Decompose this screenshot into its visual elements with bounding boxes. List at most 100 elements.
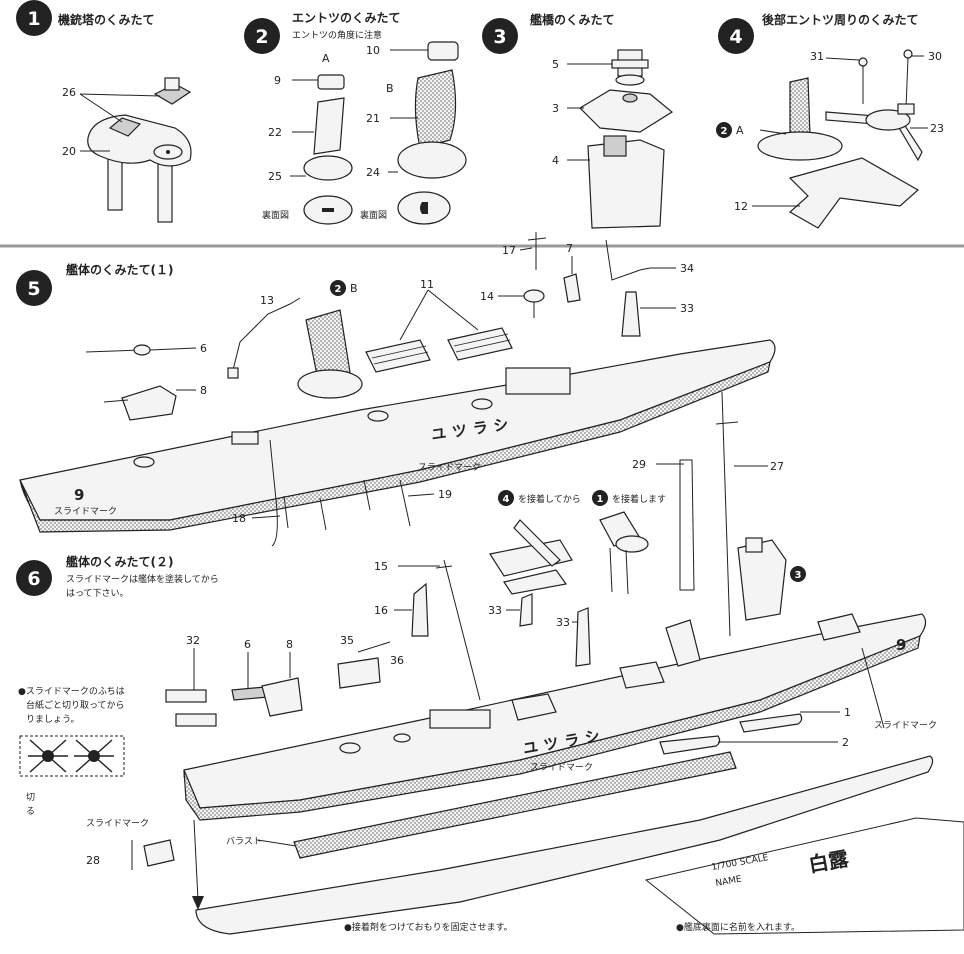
arrow-line-lower-hull [193, 819, 199, 901]
gun-tower-leg-2 [625, 549, 629, 595]
slide-edge-note-3: りましょう。 [26, 714, 79, 725]
funnel-2b-base [297, 369, 363, 399]
step-5-badge [16, 270, 52, 306]
part-8-gun [103, 399, 129, 403]
part-label-33a: 33 [488, 604, 502, 617]
part-31-searchlight [858, 57, 868, 67]
part-2-boat [659, 735, 721, 755]
part-1-boat [739, 713, 803, 733]
variant-b-label: B [386, 82, 394, 95]
step-2-title: エントツのくみたて [292, 11, 400, 25]
part-label-13: 13 [260, 294, 274, 307]
hull-2-bridge-base [429, 709, 491, 729]
name-plate [644, 817, 964, 935]
bridge-top [745, 537, 763, 553]
part-8-turret [121, 385, 177, 421]
part-21-funnel-b [414, 69, 457, 149]
part-label-5: 5 [552, 58, 559, 71]
hull-side-dotted [19, 361, 771, 533]
part-17-yard [527, 237, 547, 241]
ref-4-badge [498, 490, 514, 506]
slide-mark-label-6b: スライドマーク [874, 720, 937, 731]
leader-ballast [257, 839, 297, 847]
torpedo-a-line1 [371, 345, 427, 359]
part-10-cap [427, 41, 459, 61]
leader-2a [759, 129, 787, 135]
part-label-27: 27 [770, 460, 784, 473]
leader-17 [519, 247, 533, 251]
step-6-title: 艦体のくみたて(２) [66, 554, 173, 569]
step-3-badge [482, 18, 518, 54]
leader-slide-6b [861, 647, 885, 729]
torpedo-a-line2 [373, 351, 429, 365]
part-label-3: 3 [552, 102, 559, 115]
part-9-cap [317, 74, 345, 90]
part-label-12: 12 [734, 200, 748, 213]
hull-2-number-mark: 9 [896, 636, 912, 654]
part-label-14: 14 [480, 290, 494, 303]
part-label-20: 20 [62, 145, 76, 158]
cut-label-2: る [26, 806, 35, 817]
part-18-rail-c [319, 497, 327, 531]
part-33-ladder [621, 291, 641, 337]
leader-19 [407, 493, 435, 497]
part-label-6-8: 8 [286, 638, 293, 651]
part-25-base [303, 155, 353, 181]
part-30-mast-top [903, 49, 913, 59]
name-label: NAME [715, 874, 743, 888]
step-2: 2 エントツのくみたて エントツの角度に注意 A B 9 22 25 10 21… [244, 11, 467, 225]
step-2-badge [244, 18, 280, 54]
part-19-rail-a [363, 479, 371, 511]
part-label-4: 4 [552, 154, 559, 167]
bottom-view-slot-a [322, 208, 334, 212]
part-label-18: 18 [232, 512, 246, 525]
ref-2a-badge [716, 122, 732, 138]
hull-2-deck-house-2 [619, 661, 665, 689]
step-6: 6 艦体のくみたて(２) スライドマークは艦体を塗装してから はって下さい。 2… [16, 391, 964, 935]
step-6-badge [16, 560, 52, 596]
part-label-25: 25 [268, 170, 282, 183]
ballast-label: バラスト [226, 836, 262, 847]
part-label-11: 11 [420, 278, 434, 291]
part-label-9: 9 [274, 74, 281, 87]
machine-gun-tower-part [87, 77, 192, 223]
part-label-34: 34 [680, 262, 694, 275]
part-label-6-2: 2 [842, 736, 849, 749]
funnel-2b [305, 309, 351, 381]
deck-socket-3 [471, 398, 493, 410]
step-2-number: 2 [255, 26, 268, 48]
part-22-funnel-a [313, 97, 345, 155]
ref-2b-letter: B [350, 282, 358, 295]
slide-mark-label-6a: スライドマーク [530, 762, 593, 773]
part-label-19: 19 [438, 488, 452, 501]
leader-11a [399, 289, 429, 341]
hull-2-deck-house-1 [511, 693, 557, 721]
step-1-title: 機銃塔のくみたて [58, 12, 154, 27]
part-27-mast [721, 391, 731, 637]
hull-2-forward-turret [817, 613, 861, 641]
step-4-title: 後部エントツ周りのくみたて [762, 12, 918, 27]
part-16-ladder [411, 582, 429, 637]
torpedo-b-body [447, 327, 513, 361]
part-18-rail-a [269, 439, 278, 547]
ref-3-badge [790, 566, 806, 582]
gun-tower-socket [615, 535, 649, 553]
lower-hull [195, 755, 934, 935]
part-label-7: 7 [566, 242, 573, 255]
part-label-31: 31 [810, 50, 824, 63]
part-3-mount [622, 93, 638, 103]
part-label-6-1: 1 [844, 706, 851, 719]
leader-26b [79, 93, 123, 123]
instruction-glue-1-after: を接着します [612, 493, 666, 505]
step-6-number: 6 [27, 568, 40, 590]
part-label-33: 33 [680, 302, 694, 315]
part-label-30: 30 [928, 50, 942, 63]
leader-31 [825, 57, 860, 61]
step-3: 3 艦橋のくみたて 5 3 4 [482, 12, 674, 229]
part-13-rail [231, 297, 301, 375]
part-8-turret-rear [261, 677, 303, 717]
part-4-pillar [603, 135, 627, 157]
part-label-28: 28 [86, 854, 100, 867]
instruction-name-bottom: ●艦底裏面に名前を入れます。 [676, 921, 800, 933]
